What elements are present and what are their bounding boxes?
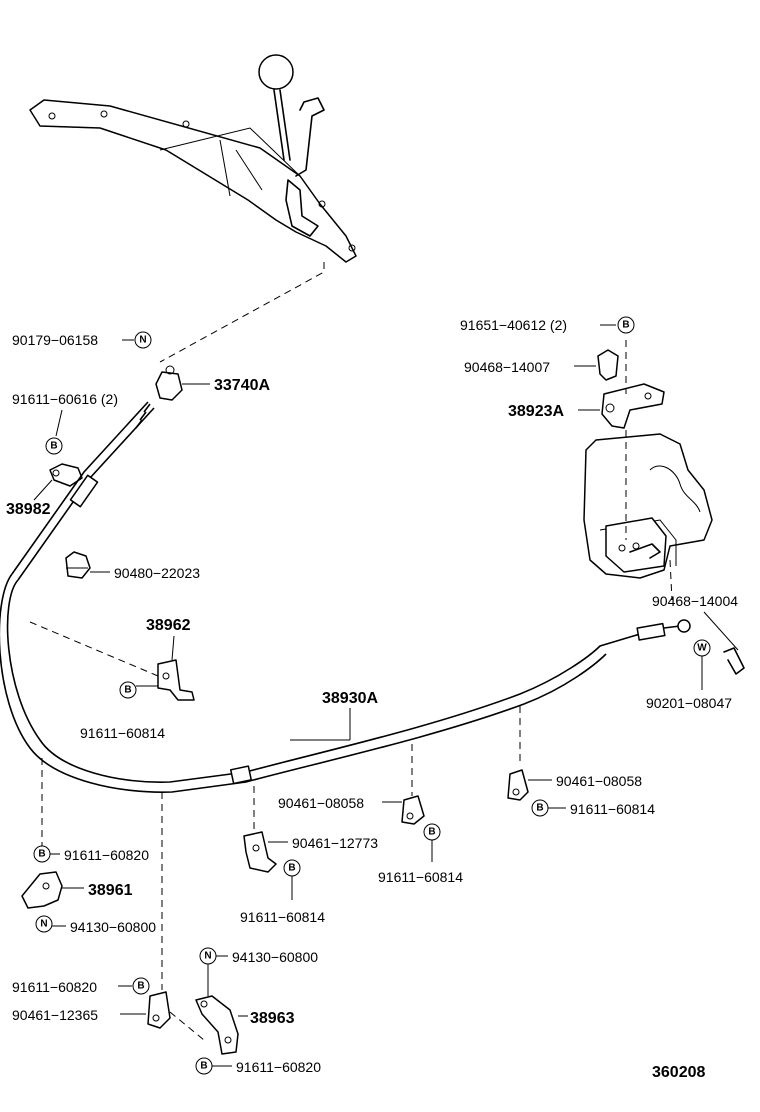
bolt-symbol: B <box>124 685 131 696</box>
bolt-symbol: B <box>536 803 543 814</box>
label-38963: 38963 <box>250 1010 295 1027</box>
label-90461-08058-a: 90461−08058 <box>556 773 642 789</box>
label-90179-06158: 90179−06158 <box>12 332 98 348</box>
label-38982: 38982 <box>6 501 51 518</box>
label-90468-14007: 90468−14007 <box>464 359 550 375</box>
clip-90468-14004: 90468−14004 <box>652 593 745 675</box>
callout-91611-60616: 91611−60616 (2) B <box>12 391 118 455</box>
label-90468-14004: 90468−14004 <box>652 593 738 609</box>
transmission-case <box>583 430 713 601</box>
nut-symbol: N <box>139 335 146 346</box>
label-91611-60814-a: 91611−60814 <box>80 725 165 741</box>
clip-90468-14007: 90468−14007 <box>464 349 619 381</box>
callout-90179-06158: 90179−06158 N <box>12 331 152 349</box>
bolt-symbol: B <box>50 441 57 452</box>
nut-symbol: N <box>40 919 47 930</box>
bolt-symbol: B <box>200 1061 207 1072</box>
label-94130-60800-b: 94130−60800 <box>232 949 318 965</box>
label-90480-22023: 90480−22023 <box>114 565 200 581</box>
bracket-38923A: 38923A <box>508 340 665 429</box>
label-94130-60800-a: 94130−60800 <box>70 919 156 935</box>
clamp-90461-12365: 91611−60820 B 90461−12365 <box>12 792 205 1041</box>
bracket-38961: B 91611−60820 38961 N 94130−60800 <box>21 758 156 935</box>
bolt-symbol: B <box>288 863 295 874</box>
bolt-symbol: B <box>38 849 45 860</box>
label-38962: 38962 <box>146 617 191 634</box>
label-91611-60820-c: 91611−60820 <box>236 1059 321 1075</box>
shift-lever-assembly <box>29 54 357 263</box>
callout-91651-40612: 91651−40612 (2) B <box>460 316 635 334</box>
label-38930A: 38930A <box>322 690 378 707</box>
label-91611-60814-b: 91611−60814 <box>570 801 655 817</box>
label-38961: 38961 <box>88 882 133 899</box>
diagram-number: 360208 <box>652 1064 705 1081</box>
label-91611-60814-d: 91611−60814 <box>240 909 325 925</box>
nut-symbol: N <box>204 951 211 962</box>
bolt-symbol: B <box>622 320 629 331</box>
label-91611-60820-b: 91611−60820 <box>12 979 97 995</box>
label-91611-60616: 91611−60616 (2) <box>12 391 118 407</box>
label-90461-12365: 90461−12365 <box>12 1007 98 1023</box>
clamp-38962: 38962 B 91611−60814 <box>29 617 195 741</box>
grommet-90480-22023: 90480−22023 <box>65 551 200 581</box>
clamp-90461-12773: 90461−12773 B 91611−60814 <box>240 786 378 925</box>
label-33740A: 33740A <box>214 377 270 394</box>
washer-symbol: W <box>697 643 707 654</box>
bolt-symbol: B <box>428 827 435 838</box>
label-90201-08047: 90201−08047 <box>646 695 732 711</box>
label-91611-60814-c: 91611−60814 <box>378 869 463 885</box>
bolt-symbol: B <box>137 981 144 992</box>
label-90461-08058-b: 90461−08058 <box>278 795 364 811</box>
label-90461-12773: 90461−12773 <box>292 835 378 851</box>
leader-lever-cable <box>159 262 325 363</box>
label-38923A: 38923A <box>508 403 564 420</box>
clamp-90461-08058-right: 90461−08058 B 91611−60814 <box>507 706 655 817</box>
cable-38930A: 38930A <box>0 401 691 793</box>
washer-90201-08047: W 90201−08047 <box>646 639 732 711</box>
label-91651-40612: 91651−40612 (2) <box>460 317 567 333</box>
bracket-38963: N 94130−60800 38963 B 91611−60820 <box>195 947 321 1075</box>
label-91611-60820-a: 91611−60820 <box>64 847 149 863</box>
clip-38982: 38982 <box>6 463 83 518</box>
cable-end-33740A: 33740A <box>155 365 270 401</box>
clamp-90461-08058-middle: 90461−08058 B 91611−60814 <box>278 744 463 885</box>
